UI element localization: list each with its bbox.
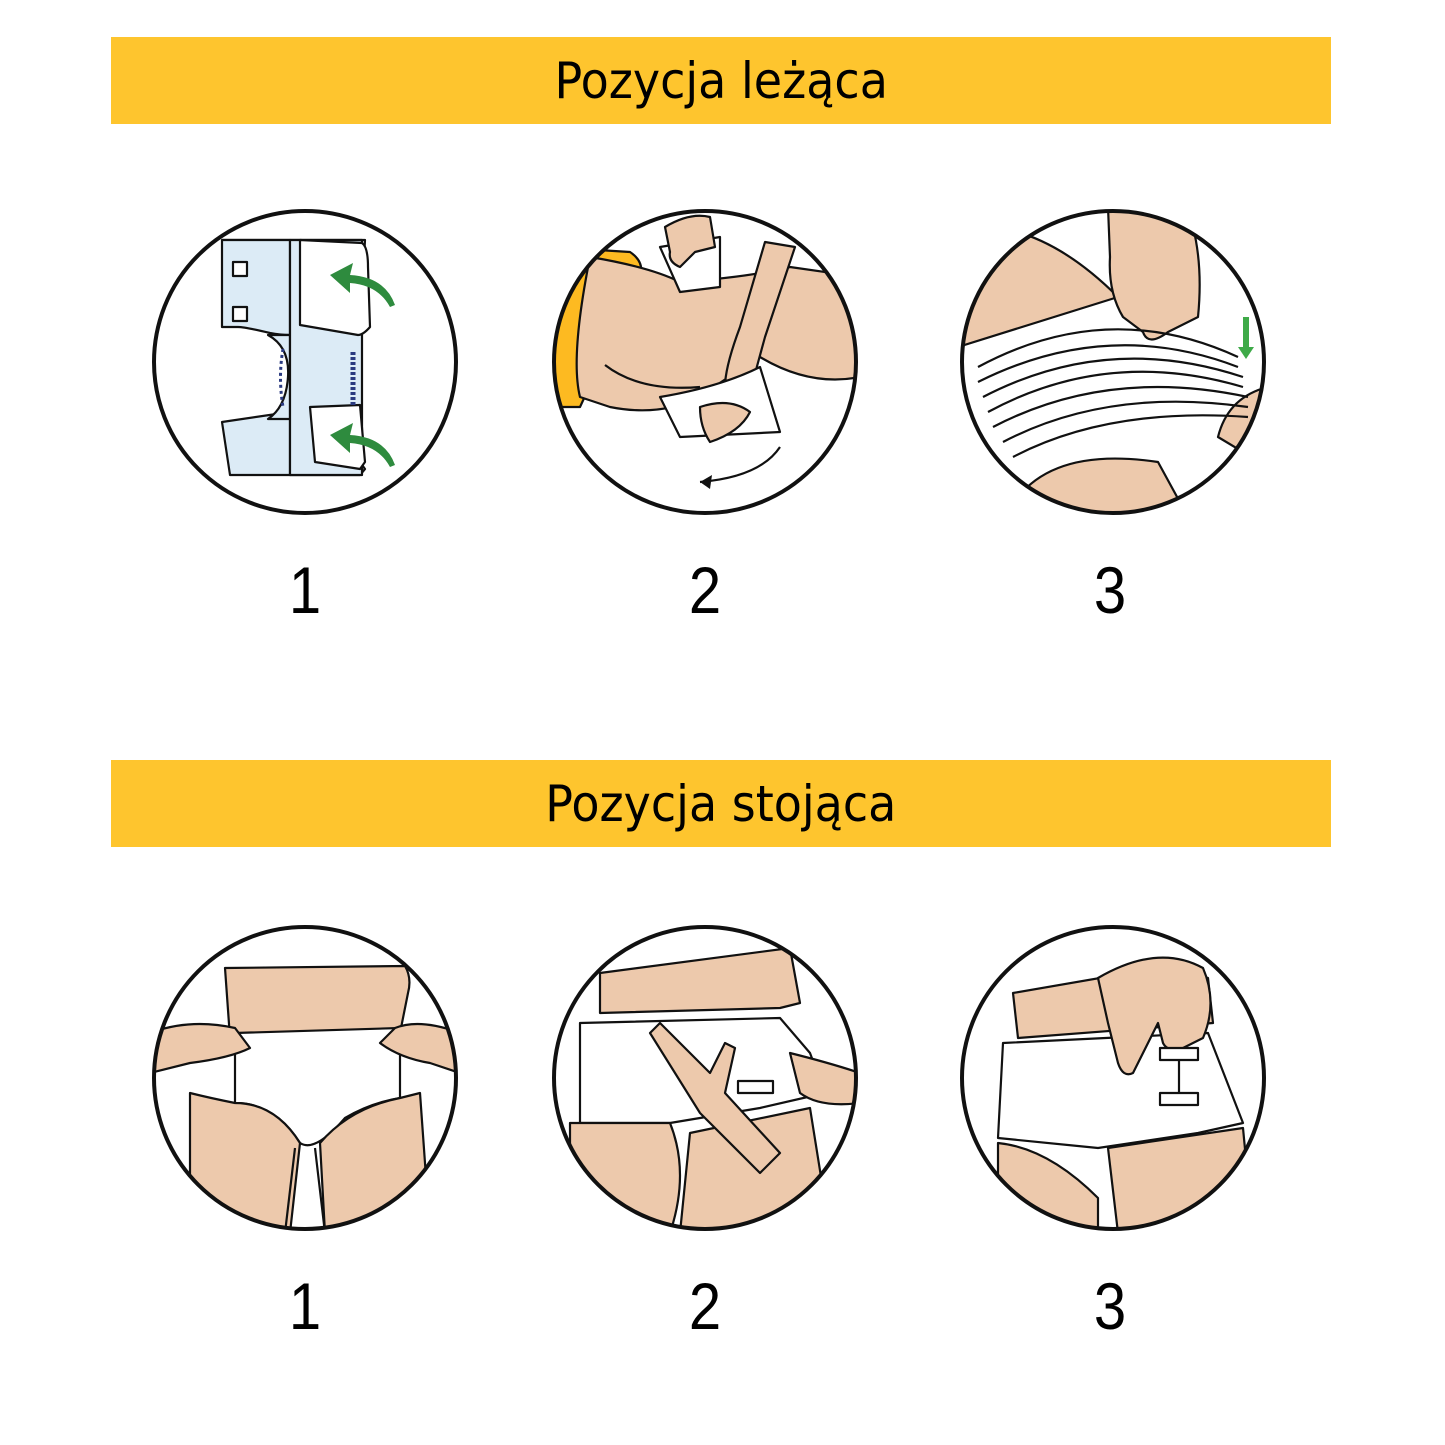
step-illustration (150, 207, 460, 517)
step-number: 2 (688, 1269, 722, 1343)
roll-patient-place-diaper-icon (552, 209, 858, 515)
wrap-diaper-around-icon (552, 925, 858, 1231)
step-number: 1 (288, 1269, 322, 1343)
step-illustration (150, 923, 460, 1233)
step-number: 3 (1093, 553, 1127, 627)
step-number: 2 (688, 553, 722, 627)
step-illustration (550, 923, 860, 1233)
step-illustration (958, 923, 1268, 1233)
section-banner-standing: Pozycja stojąca (111, 760, 1331, 847)
hold-diaper-front-standing-icon (152, 925, 458, 1231)
section-title: Pozycja leżąca (554, 51, 888, 110)
fasten-tabs-standing-icon (960, 925, 1266, 1231)
fasten-tabs-lying-icon (960, 209, 1266, 515)
diaper-open-fold-wings-icon (152, 209, 458, 515)
step-illustration (958, 207, 1268, 517)
section-banner-lying: Pozycja leżąca (111, 37, 1331, 124)
step-illustration (550, 207, 860, 517)
step-number: 3 (1093, 1269, 1127, 1343)
section-title: Pozycja stojąca (545, 774, 897, 833)
step-number: 1 (288, 553, 322, 627)
